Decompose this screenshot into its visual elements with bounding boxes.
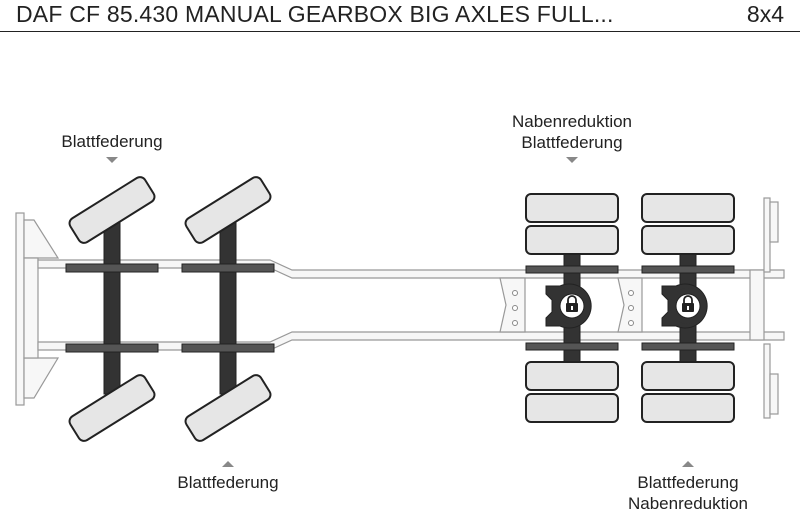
rear-tyre-bottom-inner (641, 361, 735, 391)
rear-frame-end (749, 269, 765, 341)
rear-tyre-bottom-outer (525, 393, 619, 423)
rear-bracket-bottom (763, 343, 771, 419)
triangle-marker-icon (222, 461, 234, 467)
axle-beam (103, 221, 121, 395)
leaf-spring-icon (65, 343, 159, 353)
front-axle-2 (181, 176, 275, 442)
leaf-spring-icon (641, 265, 735, 274)
label-line: Blattfederung (521, 133, 623, 152)
leaf-spring-icon (525, 265, 619, 274)
label-line: Nabenreduktion (511, 112, 633, 131)
triangle-marker-icon (106, 157, 118, 163)
vehicle-title: DAF CF 85.430 MANUAL GEARBOX BIG AXLES F… (16, 1, 614, 27)
front-tyre-bottom (68, 374, 156, 442)
differential-lock-icon (675, 293, 701, 319)
rear-tyre-top-inner (641, 225, 735, 255)
rear-axle-2 (641, 193, 735, 423)
header-bar: DAF CF 85.430 MANUAL GEARBOX BIG AXLES F… (0, 0, 800, 32)
chassis-diagram (15, 157, 785, 467)
triangle-marker-icon (682, 461, 694, 467)
axle-configuration: 8x4 (746, 1, 784, 27)
leaf-spring-icon (65, 263, 159, 273)
leaf-spring-icon (525, 342, 619, 351)
rivet-holes (512, 290, 634, 326)
rear-axle-1 (525, 193, 619, 423)
label-line: Blattfederung (177, 473, 279, 492)
rear-crossmember (499, 277, 643, 333)
label-line: Nabenreduktion (627, 494, 749, 513)
label-line: Blattfederung (637, 473, 739, 492)
leaf-spring-icon (641, 342, 735, 351)
front-tyre-top (184, 176, 272, 244)
rear-light-bottom (769, 373, 779, 415)
rear-tyre-bottom-outer (641, 393, 735, 423)
differential-lock-icon (559, 293, 585, 319)
leaf-spring-icon (181, 263, 275, 273)
rear-tyre-bottom-inner (525, 361, 619, 391)
front-bumper (15, 212, 60, 406)
rear-tyre-top-inner (525, 225, 619, 255)
label-front-top: Blattfederung (61, 131, 162, 152)
label-rear-bottom: Blattfederung Nabenreduktion (628, 472, 748, 514)
label-line: Blattfederung (61, 132, 163, 151)
triangle-marker-icon (566, 157, 578, 163)
front-tyre-top (68, 176, 156, 244)
rear-tyre-top-outer (525, 193, 619, 223)
rear-light-top (769, 201, 779, 243)
front-axle-1 (65, 176, 159, 442)
leaf-spring-icon (181, 343, 275, 353)
front-tyre-bottom (184, 374, 272, 442)
label-front-bottom: Blattfederung (177, 472, 278, 493)
label-rear-top: Nabenreduktion Blattfederung (512, 111, 632, 153)
rear-tyre-top-outer (641, 193, 735, 223)
axle-beam (219, 221, 237, 395)
rear-bracket-top (763, 197, 771, 273)
